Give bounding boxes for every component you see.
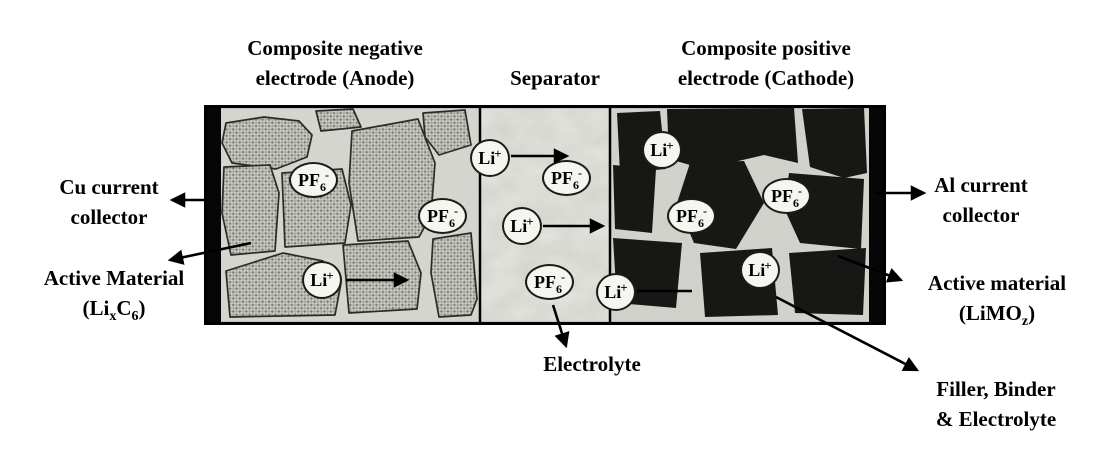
cell-outline <box>204 105 886 325</box>
ion-label: Li+ <box>650 138 674 160</box>
cu-collector-label: Cu current collector <box>59 175 159 229</box>
anode-title-line1: Composite negative <box>247 36 423 60</box>
li-ion-bubble: Li+ <box>740 251 780 289</box>
electrolyte-label: Electrolyte <box>543 352 641 376</box>
cathode-active-material-label: Active material (LiMOz) <box>906 268 1088 337</box>
ion-label: Li+ <box>604 280 628 302</box>
filler-binder-label: Filler, Binder & Electrolyte <box>935 377 1057 431</box>
cu-current-collector-bar <box>204 105 221 325</box>
li-ion-bubble: Li+ <box>642 131 682 169</box>
li-ion-bubble: Li+ <box>470 139 510 177</box>
ion-label: Li+ <box>310 268 334 290</box>
ion-label: Li+ <box>510 214 534 236</box>
ion-label: PF6- <box>427 204 458 230</box>
pf6-ion-bubble: PF6- <box>418 198 467 234</box>
ion-label: PF6- <box>298 168 329 194</box>
ion-label: Li+ <box>478 146 502 168</box>
anode-title-line2: electrode (Anode) <box>255 66 415 90</box>
pf6-ion-bubble: PF6- <box>289 162 338 198</box>
ion-label: Li+ <box>748 258 772 280</box>
al-collector-label: Al current collector <box>934 173 1028 227</box>
li-ion-bubble: Li+ <box>302 261 342 299</box>
pf6-ion-bubble: PF6- <box>525 264 574 300</box>
anode-active-material-label: Active Material (LixC6) <box>13 263 215 332</box>
ion-label: PF6- <box>676 204 707 230</box>
li-ion-bubble: Li+ <box>596 273 636 311</box>
ion-label: PF6- <box>551 166 582 192</box>
cathode-title-line2: electrode (Cathode) <box>677 66 855 90</box>
cathode-active-formula: (LiMOz) <box>958 301 1036 330</box>
pf6-ion-bubble: PF6- <box>542 160 591 196</box>
pf6-ion-bubble: PF6- <box>667 198 716 234</box>
cathode-title: Composite positive electrode (Cathode) <box>650 33 882 93</box>
ion-label: PF6- <box>771 184 802 210</box>
anode-active-formula: (LixC6) <box>82 296 146 325</box>
separator-title: Separator <box>510 66 600 90</box>
cathode-title-line1: Composite positive <box>681 36 851 60</box>
ion-label: PF6- <box>534 270 565 296</box>
pf6-ion-bubble: PF6- <box>762 178 811 214</box>
anode-title: Composite negative electrode (Anode) <box>220 33 450 93</box>
li-ion-bubble: Li+ <box>502 207 542 245</box>
